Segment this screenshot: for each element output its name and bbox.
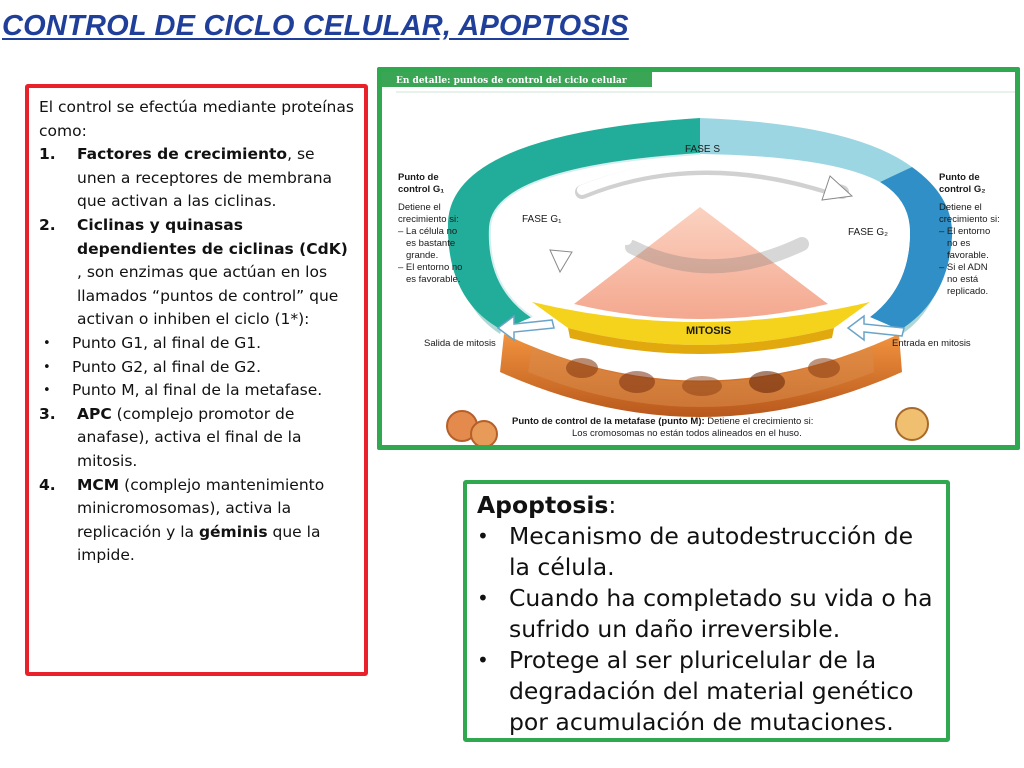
- apoptosis-title: Apoptosis:: [477, 491, 617, 519]
- list-number: 1.: [39, 145, 56, 164]
- list-item: •Protege al ser pluricelular de la degra…: [477, 646, 914, 736]
- chromosome-blob: [619, 371, 655, 393]
- ring-g2-segment: [870, 167, 953, 330]
- g1-checkpoint-text: Punto de control G₁ Detiene el crecimien…: [398, 172, 465, 285]
- mitosis-wedge: [574, 207, 828, 319]
- chromosome-blob: [682, 376, 722, 396]
- label-entrada-mitosis: Entrada en mitosis: [892, 338, 971, 349]
- g2-checkpoint-text: Punto de control G₂ Detiene el crecimien…: [939, 172, 1002, 297]
- cell-icon: [470, 420, 498, 445]
- list-item-cyclins: 2. Ciclinas y quinasas dependientes de c…: [39, 214, 356, 332]
- intro-text: El control se efectúa mediante proteínas…: [39, 98, 354, 140]
- term-cyclins: Ciclinas y quinasas dependientes de cicl…: [77, 215, 348, 258]
- list-item-growth-factors: 1. Factores de crecimiento, se unen a re…: [39, 143, 356, 214]
- term-mcm: MCM: [77, 475, 120, 494]
- term-growth-factors: Factores de crecimiento: [77, 145, 288, 164]
- diagram-header: En detalle: puntos de control del ciclo …: [396, 76, 627, 86]
- arrow-head-icon: [549, 249, 573, 274]
- cell-micrograph-strip: [500, 334, 902, 417]
- m-checkpoint-text: Punto de control de la metafase (punto M…: [512, 416, 813, 427]
- label-mitosis: MITOSIS: [686, 325, 731, 337]
- bullet-icon: •: [43, 335, 51, 351]
- bullet-icon: •: [477, 586, 489, 610]
- chromosome-blob: [749, 371, 785, 393]
- label-salida-mitosis: Salida de mitosis: [424, 338, 496, 349]
- exit-mitosis-arrow-icon: [496, 314, 555, 342]
- bullet-icon: •: [477, 648, 489, 672]
- label-fase-g1: FASE G₁: [522, 214, 562, 225]
- arrow-g1-to-g2: [577, 160, 842, 195]
- list-item: •Cuando ha completado su vida o ha sufri…: [477, 584, 933, 643]
- apoptosis-box: Apoptosis: •Mecanismo de autodestrucción…: [463, 480, 950, 742]
- ring-g1-segment: [447, 118, 700, 330]
- list-number: 2.: [39, 215, 56, 234]
- list-number: 4.: [39, 475, 56, 494]
- control-proteins-box: El control se efectúa mediante proteínas…: [25, 84, 368, 676]
- mitosis-band: [532, 302, 870, 345]
- cell-icon: [895, 407, 929, 441]
- bullet-item-g2: • Punto G2, al final de G2.: [39, 356, 356, 380]
- list-item-mcm: 4. MCM (complejo mantenimiento minicromo…: [39, 474, 356, 568]
- diagram-header-bar: [382, 72, 652, 87]
- term-geminis: géminis: [198, 522, 268, 541]
- m-checkpoint-line2: Los cromosomas no están todos alineados …: [572, 428, 802, 439]
- bullet-icon: •: [477, 524, 489, 548]
- cell-cycle-illustration: En detalle: puntos de control del ciclo …: [382, 72, 1015, 445]
- list-item-apc: 3. APC (complejo promotor de anafase), a…: [39, 403, 356, 474]
- entry-mitosis-arrow-icon: [846, 314, 905, 342]
- list-item: •Mecanismo de autodestrucción de la célu…: [477, 522, 914, 581]
- chromosome-blob: [808, 358, 840, 378]
- chromosome-blob: [566, 358, 598, 378]
- label-fase-s: FASE S: [685, 144, 720, 155]
- bullet-icon: •: [43, 359, 51, 375]
- bullet-item-g1: • Punto G1, al final de G1.: [39, 332, 356, 356]
- bullet-item-m: • Punto M, al final de la metafase.: [39, 379, 356, 403]
- apoptosis-list: •Mecanismo de autodestrucción de la célu…: [477, 521, 936, 738]
- arrow-head-icon: [821, 175, 854, 201]
- label-fase-g2: FASE G₂: [848, 227, 888, 238]
- page-title: CONTROL DE CICLO CELULAR, APOPTOSIS: [2, 10, 629, 42]
- term-apc: APC: [77, 404, 112, 423]
- list-number: 3.: [39, 404, 56, 423]
- bullet-icon: •: [43, 383, 51, 399]
- cell-cycle-diagram: En detalle: puntos de control del ciclo …: [377, 67, 1020, 450]
